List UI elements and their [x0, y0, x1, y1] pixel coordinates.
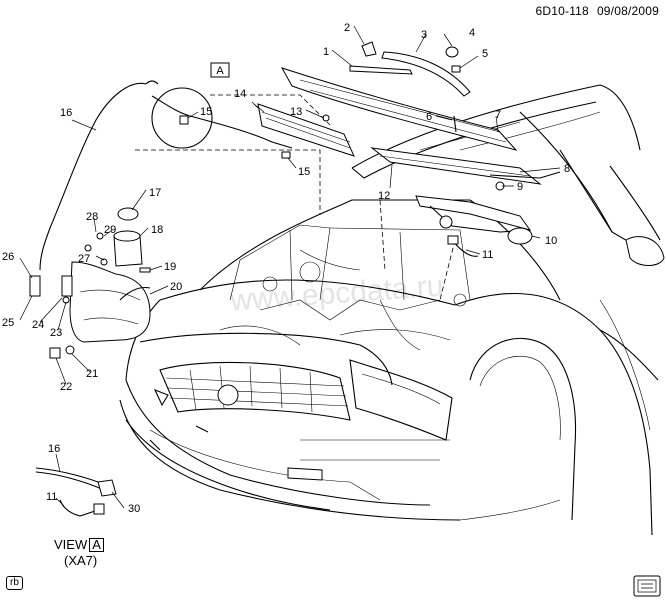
callout-21: 21 [86, 368, 98, 380]
callout-22: 22 [60, 381, 72, 393]
view-a-marker-letter: A [216, 65, 224, 77]
grouping-lines [135, 94, 456, 301]
callout-20: 20 [170, 281, 182, 293]
callout-8: 8 [564, 163, 570, 175]
callout-25: 25 [2, 317, 14, 329]
callout-28: 28 [86, 211, 98, 223]
callout-18: 18 [151, 224, 163, 236]
callout-11-view: 11 [46, 491, 57, 503]
view-code: (XA7) [64, 553, 98, 568]
callout-2: 2 [344, 22, 350, 34]
callout-3: 3 [421, 29, 427, 41]
watermark-text: www.epcdata.ru [228, 270, 444, 318]
callout-4: 4 [469, 27, 475, 39]
callout-15a: 15 [200, 106, 212, 118]
footer-tag: rb [6, 576, 23, 590]
callout-23: 23 [50, 327, 62, 339]
washer-parts [19, 80, 293, 385]
gm-logo [633, 575, 661, 597]
callout-9: 9 [517, 181, 523, 193]
callout-1: 1 [323, 46, 329, 58]
callout-10: 10 [545, 235, 557, 247]
wiper-parts [253, 25, 561, 257]
callout-6: 6 [426, 111, 432, 123]
callout-5: 5 [482, 48, 488, 60]
diagram-header: 6D10-118 09/08/2009 [536, 4, 659, 18]
callout-29: 29 [104, 224, 116, 236]
callout-30: 30 [128, 503, 140, 515]
callout-27: 27 [78, 253, 90, 265]
callout-17: 17 [149, 187, 161, 199]
callout-7: 7 [495, 109, 501, 121]
view-letter: A [89, 538, 104, 552]
callout-15b: 15 [298, 166, 310, 178]
view-a-detail [35, 453, 125, 517]
callout-11: 11 [482, 249, 493, 261]
callout-26: 26 [2, 251, 14, 263]
vehicle-body [119, 84, 665, 536]
diagram-date: 09/08/2009 [596, 4, 659, 18]
callout-13: 13 [290, 106, 302, 118]
callout-24: 24 [32, 319, 44, 331]
callout-19: 19 [164, 261, 176, 273]
diagram-id: 6D10-118 [535, 4, 589, 18]
callout-16: 16 [60, 107, 72, 119]
callout-labels: 1 2 3 4 5 6 7 8 9 10 11 12 13 14 15 15 1… [2, 22, 570, 515]
view-a-marker: A [210, 62, 230, 78]
callout-16-view: 16 [48, 443, 60, 455]
callout-12: 12 [378, 190, 390, 202]
callout-14: 14 [234, 88, 246, 100]
view-label: VIEW [54, 537, 88, 552]
